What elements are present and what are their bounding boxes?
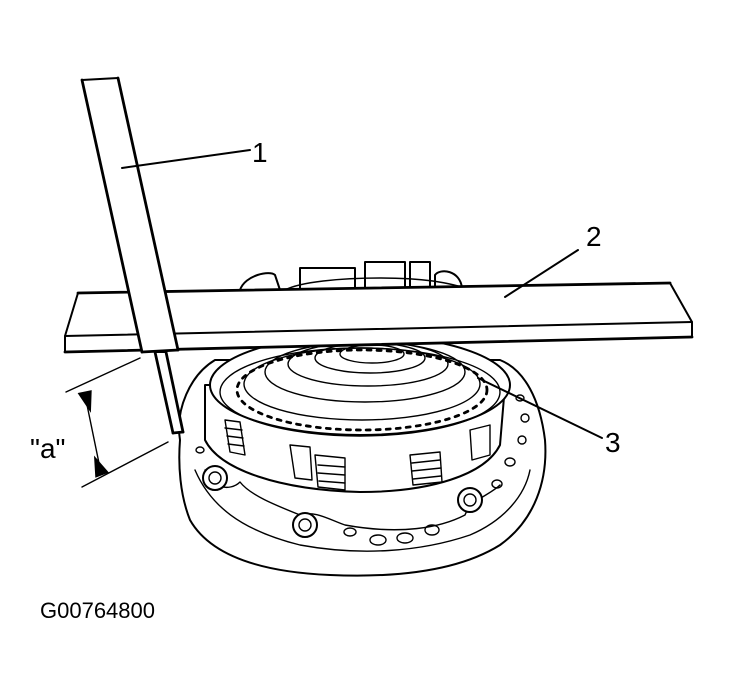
figure-id: G00764800 [40, 598, 155, 623]
leader-line-2 [504, 249, 579, 298]
bolt-boss-front [292, 512, 318, 538]
callout-1: 1 [252, 137, 268, 168]
callout-3: 3 [605, 427, 621, 458]
bolt-boss-right [457, 487, 483, 513]
straightedge-bar [63, 281, 694, 354]
drum-top-tabs [239, 261, 471, 291]
dimension-a-label: "a" [30, 433, 65, 464]
leader-line-1 [121, 149, 251, 169]
bolt-boss-left [202, 465, 228, 491]
leader-line-3 [477, 377, 603, 439]
flange-holes [195, 394, 530, 546]
dimension-a [65, 357, 169, 488]
callout-2: 2 [586, 221, 602, 252]
depth-gauge [80, 76, 185, 435]
clutch-drum [204, 334, 511, 493]
